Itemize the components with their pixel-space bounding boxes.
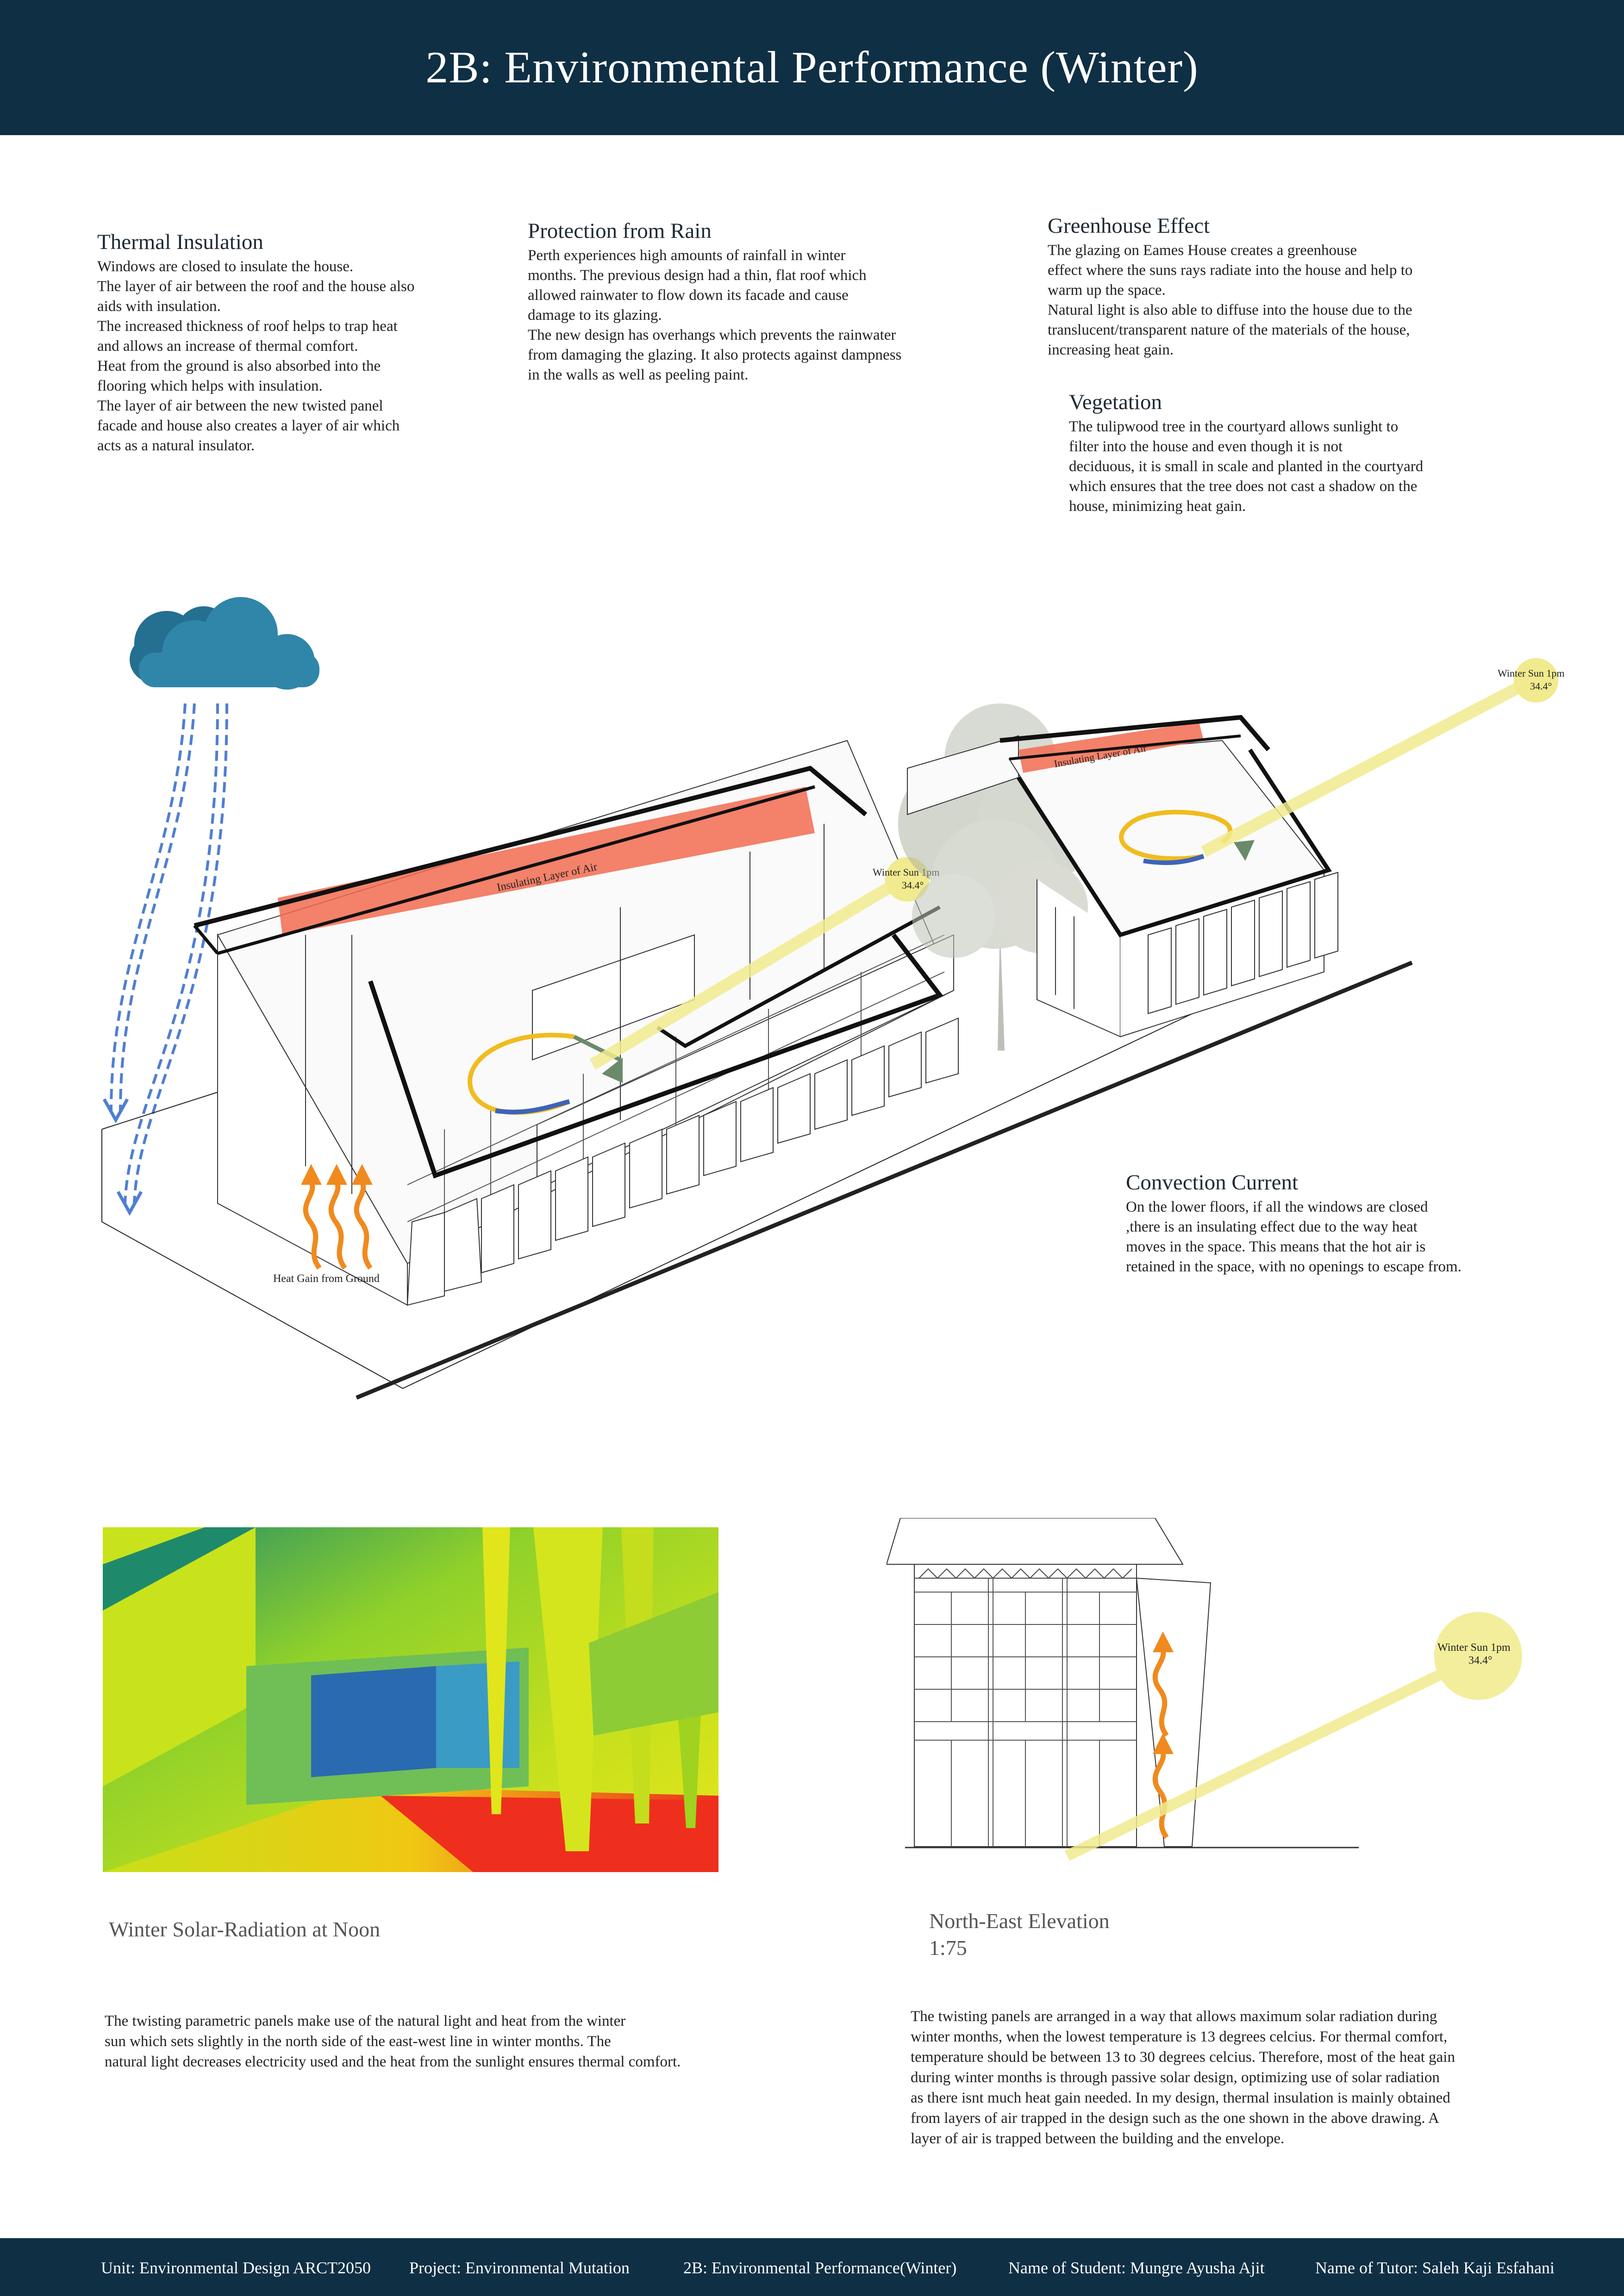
north-east-elevation: Winter Sun 1pm 34.4° [887, 1518, 1522, 1861]
rain-protection-heading: Protection from Rain [528, 219, 712, 243]
footer-unit: Unit: Environmental Design ARCT2050 [101, 2259, 371, 2277]
solar-radiation-image [103, 1527, 718, 1872]
footer-bar: Unit: Environmental Design ARCT2050 Proj… [0, 2238, 1624, 2296]
convection-loop-right [1119, 809, 1233, 861]
axonometric-diagram: Insulating Layer of Air Heat Gain from G… [101, 597, 1565, 1400]
left-roof [193, 765, 944, 1179]
greenhouse-text: The glazing on Eames House creates a gre… [1048, 242, 1413, 358]
heat-gain-arrows-icon [303, 1178, 373, 1270]
page-title: 2B: Environmental Performance (Winter) [425, 43, 1199, 93]
elevation-sun-ray [1064, 1652, 1480, 1861]
elevation-heat-arrows-icon [1152, 1646, 1169, 1839]
twisted-panels-left [406, 1017, 959, 1306]
convection-text: On the lower floors, if all the windows … [1126, 1199, 1462, 1275]
elevation-heat-arrowheads-icon [1153, 1631, 1174, 1754]
solar-radiation-caption: Winter Solar-Radiation at Noon [109, 1917, 381, 1941]
elevation-caption: North-East Elevation 1:75 [929, 1909, 1110, 1960]
elevation-truss [914, 1568, 1137, 1579]
sun-icon-right [1514, 658, 1558, 703]
rain-arrowheads-icon [102, 1098, 143, 1216]
elevation-sun-icon [1434, 1612, 1522, 1700]
twisted-panels-right [1148, 871, 1338, 1014]
convection-arrowhead-right [1234, 840, 1255, 861]
convection-loop-left-cool [495, 1099, 570, 1114]
convection-block: Convection Current On the lower floors, … [1126, 1170, 1589, 1277]
thermal-insulation-text: Windows are closed to insulate the house… [97, 258, 415, 454]
rain-protection-text: Perth experiences high amounts of rainfa… [528, 247, 902, 383]
convection-arrowhead-left [602, 1058, 623, 1083]
footer-student: Name of Student: Mungre Ayusha Ajit [1008, 2259, 1265, 2277]
elevation-window-grid [914, 1578, 1137, 1847]
footer-section: 2B: Environmental Performance(Winter) [683, 2259, 957, 2277]
sun-ray-left [589, 874, 906, 1070]
convection-loop-right-cool [1143, 854, 1205, 865]
footer-project: Project: Environmental Mutation [409, 2259, 630, 2277]
thermal-insulation-heading: Thermal Insulation [97, 230, 263, 254]
heat-gain-label: Heat Gain from Ground [273, 1273, 380, 1285]
heat-gain-arrowheads-icon [301, 1164, 373, 1185]
vegetation-block: Vegetation The tulipwood tree in the cou… [1069, 390, 1550, 516]
elevation-sun-angle: 34.4° [1468, 1655, 1493, 1667]
rain-arrows-icon [110, 703, 228, 1204]
rain-protection-block: Protection from Rain Perth experiences h… [528, 219, 1014, 385]
vegetation-text: The tulipwood tree in the courtyard allo… [1069, 418, 1424, 515]
sun-ray-right [1200, 675, 1536, 857]
solar-radiation-paragraph: The twisting parametric panels make use … [105, 2013, 681, 2070]
sun-angle-left: 34.4° [902, 879, 924, 891]
convection-heading: Convection Current [1126, 1170, 1299, 1195]
greenhouse-block: Greenhouse Effect The glazing on Eames H… [1048, 214, 1538, 360]
thermal-insulation-block: Thermal Insulation Windows are closed to… [97, 230, 505, 456]
greenhouse-heading: Greenhouse Effect [1048, 214, 1210, 238]
elevation-roof [887, 1518, 1184, 1565]
elevation-twisted-panel [1136, 1577, 1212, 1847]
sun-angle-right: 34.4° [1530, 680, 1552, 692]
rain-cloud-icon [130, 597, 319, 690]
sun-label-right: Winter Sun 1pm [1498, 667, 1565, 679]
elevation-paragraph: The twisting panels are arranged in a wa… [911, 2008, 1455, 2147]
vegetation-heading: Vegetation [1069, 390, 1162, 414]
footer-tutor: Name of Tutor: Saleh Kaji Esfahani [1315, 2259, 1555, 2277]
elevation-sun-label: Winter Sun 1pm [1437, 1642, 1511, 1654]
header-bar: 2B: Environmental Performance (Winter) [0, 0, 1624, 135]
ground-plane [101, 953, 1413, 1400]
